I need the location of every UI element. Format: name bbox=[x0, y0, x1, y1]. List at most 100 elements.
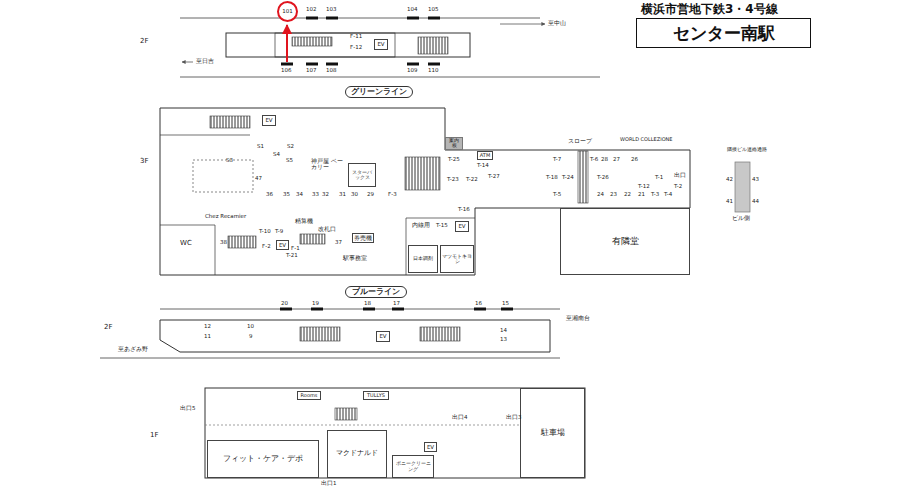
map-label: ビル側 bbox=[732, 215, 750, 221]
map-label: 至あざみ野 bbox=[118, 346, 148, 353]
map-label: 2F bbox=[140, 38, 148, 46]
map-label: 28 bbox=[601, 156, 608, 162]
facility-box: EV bbox=[276, 240, 289, 250]
map-label: 11 bbox=[204, 333, 211, 339]
map-label: 43 bbox=[752, 176, 759, 182]
map-label: T-18 bbox=[546, 174, 558, 180]
car-stop-bar bbox=[407, 17, 419, 20]
map-label: T-15 bbox=[436, 222, 448, 228]
wall-line bbox=[215, 225, 216, 275]
node-text: 日本調剤 bbox=[413, 256, 433, 262]
node-text: EV bbox=[265, 117, 272, 123]
node-text: ブルーライン bbox=[352, 288, 400, 296]
node-text: 有隣堂 bbox=[612, 237, 639, 247]
map-label: 37 bbox=[335, 239, 342, 245]
map-label: T-22 bbox=[466, 176, 478, 182]
map-label: S4 bbox=[273, 151, 280, 157]
map-label: 出口4 bbox=[452, 414, 468, 420]
map-label: 105 bbox=[428, 6, 439, 12]
map-label: 108 bbox=[326, 67, 337, 73]
facility-box: EV bbox=[262, 115, 276, 126]
map-label: 15 bbox=[502, 300, 509, 306]
node-text: Rooms bbox=[301, 393, 318, 399]
slope bbox=[578, 151, 588, 203]
node-text: EV bbox=[377, 41, 384, 47]
map-label: 19 bbox=[312, 300, 319, 306]
map-label: T-23 bbox=[447, 176, 459, 182]
facility-box: EV bbox=[376, 331, 390, 342]
highlight-circle: 101 bbox=[277, 1, 298, 22]
line-name-band: グリーンライン bbox=[345, 86, 413, 98]
map-label: 出口3 bbox=[506, 414, 522, 420]
node-text: EV bbox=[279, 242, 286, 248]
floor-outline bbox=[205, 388, 585, 478]
node-text: 駐車場 bbox=[541, 429, 565, 438]
station-name-box: センター南駅 bbox=[636, 18, 811, 48]
car-stop-bar bbox=[311, 308, 323, 311]
pointer-arrow bbox=[286, 25, 288, 62]
map-label: 41 bbox=[726, 198, 733, 204]
stairs bbox=[420, 327, 460, 341]
map-label: 改札口 bbox=[318, 226, 336, 232]
car-stop-bar bbox=[428, 17, 440, 20]
map-label: S2 bbox=[287, 143, 294, 149]
facility-box: 日本調剤 bbox=[408, 245, 438, 273]
map-label: WC bbox=[180, 240, 192, 248]
map-label: 22 bbox=[624, 191, 631, 197]
node-text: 券売機 bbox=[354, 235, 372, 241]
escalator bbox=[210, 116, 250, 128]
map-label: 20 bbox=[281, 300, 288, 306]
escalator bbox=[405, 157, 440, 190]
wall-line bbox=[406, 218, 407, 275]
map-label: 109 bbox=[407, 67, 418, 73]
map-label: 110 bbox=[428, 67, 439, 73]
platform-outline bbox=[160, 320, 550, 352]
map-label: 精算機 bbox=[295, 218, 313, 224]
map-label: T-5 bbox=[553, 191, 561, 197]
direction-arrow bbox=[182, 62, 193, 63]
node-text: マクドナルド bbox=[336, 450, 378, 458]
map-label: Chez Recamier bbox=[205, 213, 246, 219]
map-label: 32 bbox=[322, 191, 329, 197]
info-board: 案内板 bbox=[445, 137, 463, 150]
facility-box: ポニークリーニング bbox=[392, 455, 434, 478]
map-label: 44 bbox=[752, 198, 759, 204]
stairs bbox=[300, 234, 325, 244]
node-text: グリーンライン bbox=[351, 88, 407, 96]
map-label: 隣接ビル連絡通路 bbox=[727, 147, 767, 153]
node-text: TULLYS bbox=[367, 393, 385, 399]
map-label: 出口 bbox=[674, 172, 686, 178]
car-stop-bar bbox=[306, 63, 318, 66]
wall-line bbox=[160, 135, 250, 136]
platform-inner bbox=[275, 33, 395, 57]
line-name-band: ブルーライン bbox=[345, 286, 407, 298]
car-stop-bar bbox=[428, 63, 440, 66]
escalator bbox=[292, 37, 332, 46]
node-text: ポニークリーニング bbox=[394, 461, 432, 472]
facility-box: マツモトキヨシ bbox=[440, 245, 474, 273]
map-label: 17 bbox=[393, 300, 400, 306]
track-line bbox=[180, 77, 600, 78]
map-label: 駅事務室 bbox=[343, 255, 367, 261]
track-line bbox=[180, 18, 540, 19]
car-stop-bar bbox=[326, 17, 338, 20]
map-label: 1F bbox=[150, 432, 158, 440]
map-label: S3 bbox=[226, 157, 233, 163]
car-stop-bar bbox=[474, 308, 486, 311]
node-text: センター南駅 bbox=[673, 24, 775, 43]
map-label: T-4 bbox=[664, 191, 672, 197]
map-label: T-7 bbox=[553, 156, 561, 162]
map-label: 16 bbox=[475, 300, 482, 306]
map-label: 103 bbox=[326, 6, 337, 12]
car-stop-bar bbox=[407, 63, 419, 66]
map-label: 内線用 bbox=[412, 222, 430, 228]
node-text: スターバックス bbox=[350, 170, 374, 181]
map-label: T-21 bbox=[286, 252, 298, 258]
map-label: 出口1 bbox=[321, 480, 337, 486]
car-stop-bar bbox=[280, 308, 292, 311]
map-label: 42 bbox=[726, 176, 733, 182]
node-text: マツモトキヨシ bbox=[442, 254, 472, 265]
map-label: 104 bbox=[407, 6, 418, 12]
platform-outline bbox=[226, 33, 470, 57]
passage-line bbox=[205, 425, 520, 426]
